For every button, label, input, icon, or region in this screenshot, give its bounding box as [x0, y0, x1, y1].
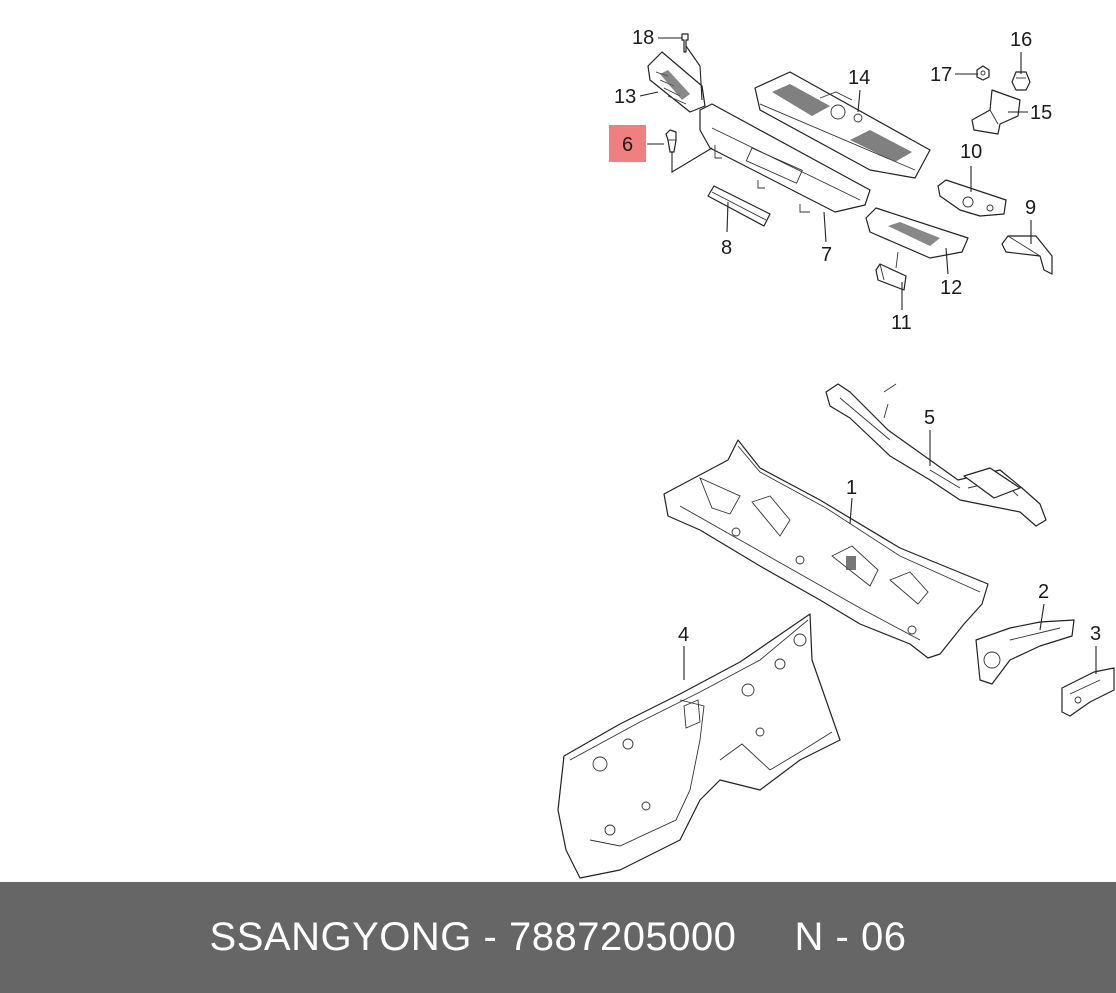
part-11-clip-bracket	[875, 263, 907, 291]
footer-separator: -	[483, 915, 498, 959]
callout-13: 13	[614, 86, 636, 108]
highlight-box	[609, 125, 646, 162]
callout-4: 4	[678, 624, 689, 646]
callout-5: 5	[924, 407, 935, 429]
part-16-retainer-clip	[1011, 71, 1031, 91]
footer-position: N - 06	[794, 915, 907, 959]
part-1-cowl-panel	[663, 439, 989, 659]
part-9-side-bracket	[1001, 235, 1053, 275]
part-10-cowl-bracket	[937, 179, 1007, 217]
footer-bar: SSANGYONG - 7887205000 N - 06	[0, 882, 1116, 993]
part-18-screw	[681, 33, 689, 53]
part-2-side-reinforcement	[975, 619, 1075, 685]
callout-7: 7	[821, 244, 832, 266]
callout-6: 6	[622, 134, 633, 156]
callout-8: 8	[721, 237, 732, 259]
callout-labels: 18 13 6 14 17 16 15 10 9 8 7 12 11 5 1 2…	[614, 27, 1101, 646]
part-8-cowl-strip	[707, 185, 771, 227]
callout-12: 12	[940, 277, 962, 299]
callout-11: 11	[891, 312, 912, 334]
part-6-fastener	[665, 129, 677, 153]
part-3-small-bracket	[1061, 667, 1115, 717]
callout-3: 3	[1090, 623, 1101, 645]
callout-15: 15	[1030, 102, 1052, 124]
part-7-cowl-top-cover	[699, 103, 871, 213]
callout-10: 10	[960, 141, 982, 163]
callout-1: 1	[846, 477, 857, 499]
leader-lines	[639, 37, 1097, 680]
footer-part-number: 7887205000	[508, 915, 737, 959]
part-4-dash-panel	[557, 613, 841, 879]
callout-18: 18	[632, 27, 654, 49]
part-14-cowl-grille-panel	[754, 71, 931, 179]
part-12-cowl-side-right	[865, 207, 969, 269]
footer-brand: SSANGYONG	[209, 915, 472, 959]
callout-2: 2	[1038, 581, 1049, 603]
part-13-cowl-side-left	[647, 51, 706, 113]
callout-9: 9	[1025, 197, 1036, 219]
callout-16: 16	[1010, 29, 1032, 51]
exploded-parts-diagram: 18 13 6 14 17 16 15 10 9 8 7 12 11 5 1 2…	[557, 27, 1115, 879]
callout-14: 14	[848, 67, 870, 89]
part-15-mount-bracket	[971, 89, 1021, 135]
callout-17: 17	[930, 64, 952, 86]
part-5-cross-car-beam	[825, 383, 1047, 527]
part-17-nut	[976, 65, 990, 81]
